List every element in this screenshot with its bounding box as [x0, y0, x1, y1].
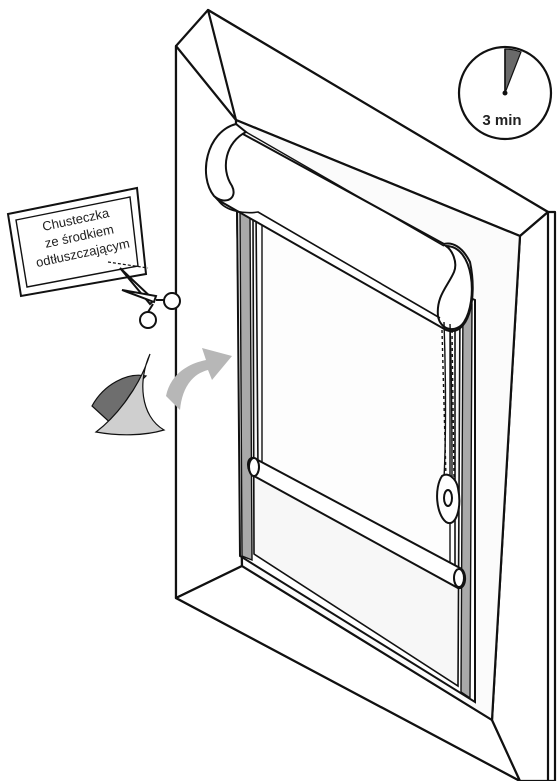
sash-gap-left: [240, 210, 252, 560]
wipe-packet: Chusteczka ze środkiem odtłuszczającym: [8, 188, 148, 296]
scissors-icon: [120, 268, 180, 328]
bottom-bar-right-end: [454, 569, 464, 587]
timer-label: 3 min: [482, 112, 521, 129]
timer-center: [503, 91, 508, 96]
scissors-ring-1: [164, 293, 180, 309]
chain-weight-hole: [444, 490, 452, 506]
scissors-ring-2: [140, 312, 156, 328]
timer-badge: 3 min: [459, 47, 551, 139]
bottom-bar-left-end: [249, 458, 259, 476]
folded-wipe: [92, 354, 164, 435]
sash-gap-right: [461, 300, 472, 698]
